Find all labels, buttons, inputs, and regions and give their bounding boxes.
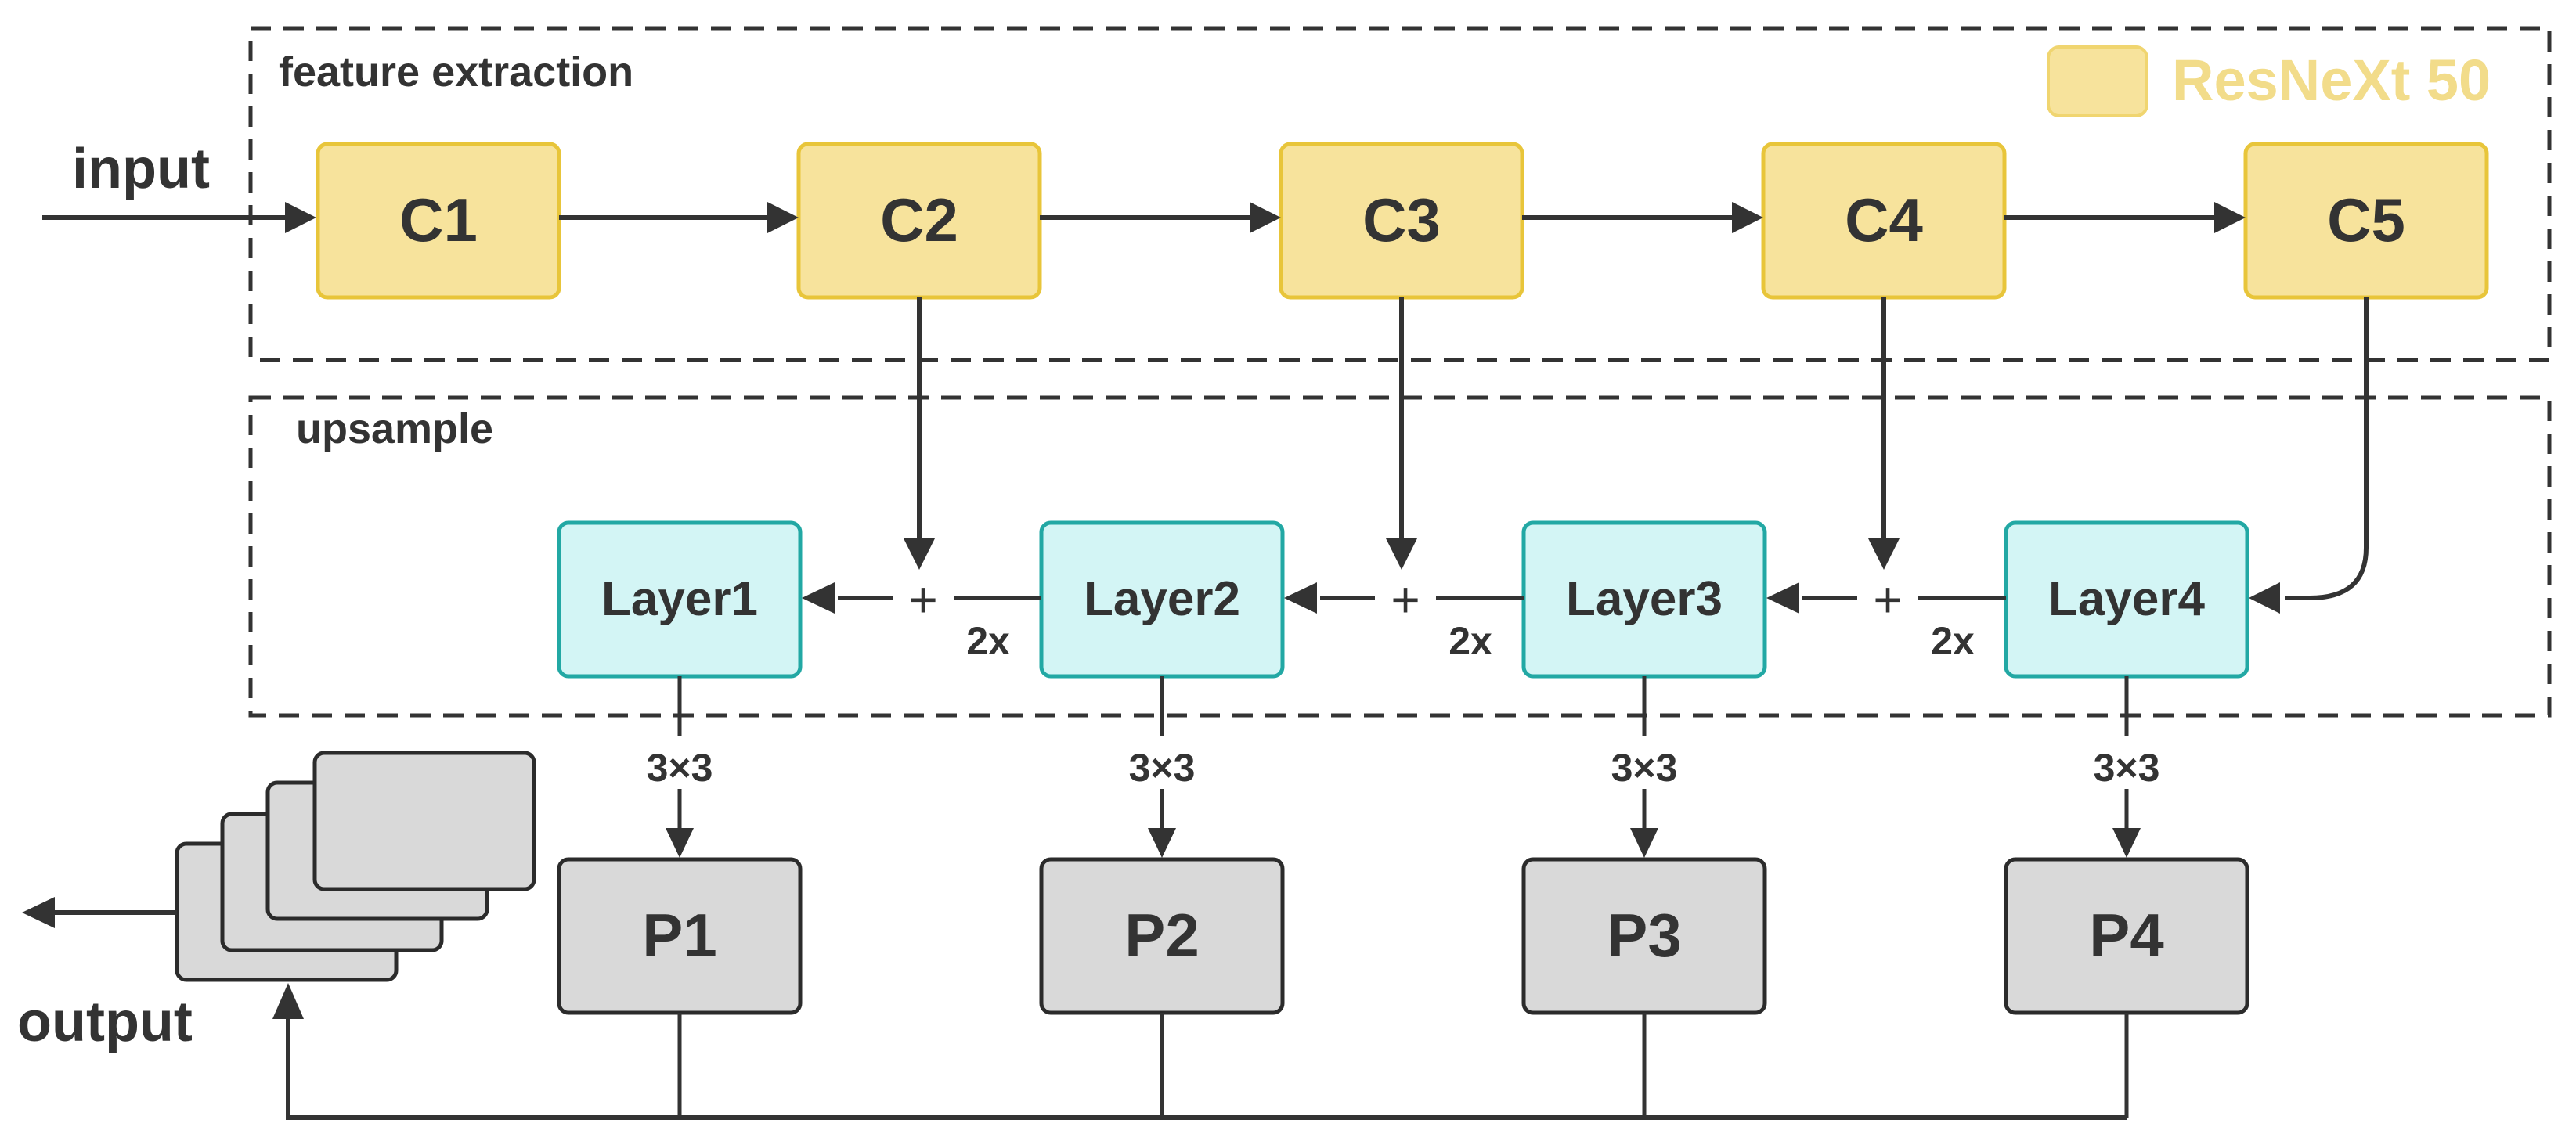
c3-label: C3 (1362, 185, 1441, 254)
conv-label-4: 3×3 (2094, 746, 2160, 790)
upsample-arrows (802, 582, 2006, 614)
c2-label: C2 (880, 185, 958, 254)
backbone-arrows (559, 202, 2246, 233)
conv-label-2: 3×3 (1129, 746, 1196, 790)
p2-label: P2 (1124, 901, 1199, 970)
conv-arrows (666, 676, 2141, 858)
upsample-frame (248, 395, 2552, 718)
upsample-label: upsample (296, 405, 493, 452)
output-row: P1 P2 P3 P4 (557, 857, 2249, 1015)
c5-label: C5 (2327, 185, 2405, 254)
backbone-row: C1 C2 C3 C4 C5 (316, 142, 2489, 300)
legend: ResNeXt 50 (2047, 45, 2491, 117)
c4-label: C4 (1845, 185, 1923, 254)
conv-label-1: 3×3 (647, 746, 713, 790)
plus-node-1: + (908, 571, 937, 628)
layer3-label: Layer3 (1566, 572, 1723, 626)
output-card-4 (312, 751, 536, 891)
p3-label: P3 (1607, 901, 1681, 970)
layer4-label: Layer4 (2048, 572, 2205, 626)
output-label: output (17, 991, 193, 1053)
layer2-label: Layer2 (1084, 572, 1240, 626)
upsample-2x-label-3: 2x (1931, 619, 1975, 663)
layer1-label: Layer1 (601, 572, 758, 626)
upsample-2x-label-2: 2x (1449, 619, 1492, 663)
output-arrow (22, 897, 177, 928)
p1-label: P1 (642, 901, 716, 970)
input-arrowhead (285, 202, 316, 233)
feature-extraction-label: feature extraction (279, 49, 633, 95)
upsample-2x-label-1: 2x (966, 619, 1010, 663)
input-label: input (72, 138, 210, 200)
plus-node-2: + (1391, 571, 1420, 628)
conv-label-3: 3×3 (1611, 746, 1678, 790)
output-stack (175, 751, 536, 982)
c1-box (316, 142, 561, 300)
legend-label: ResNeXt 50 (2172, 48, 2491, 113)
layer-row: Layer1 Layer2 Layer3 Layer4 (557, 520, 2249, 679)
p4-label: P4 (2089, 901, 2163, 970)
plus-node-3: + (1873, 571, 1902, 628)
legend-swatch (2047, 45, 2148, 117)
c1-label: C1 (399, 185, 478, 254)
lateral-arrows (904, 297, 2369, 614)
collector-lines (272, 983, 2129, 1120)
